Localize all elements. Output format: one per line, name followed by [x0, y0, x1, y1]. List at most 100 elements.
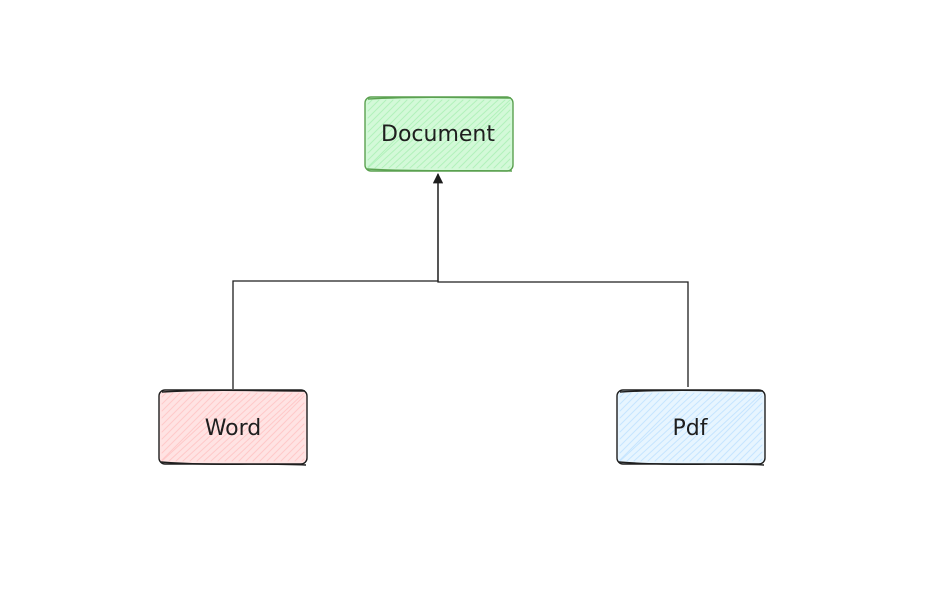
hatch-stroke — [367, 99, 394, 126]
hatch-stroke — [626, 392, 702, 462]
hatch-stroke — [367, 99, 443, 169]
hatch-stroke — [619, 392, 667, 440]
hatch-stroke — [675, 392, 751, 462]
node-word-label: Word — [205, 416, 262, 441]
node-pdf-fill — [617, 390, 765, 464]
hatch-stroke — [451, 109, 511, 169]
hatch-stroke — [402, 99, 478, 169]
hatch-stroke — [619, 392, 646, 419]
node-document-fill — [365, 97, 513, 171]
hatch-stroke — [367, 99, 401, 133]
hatch-stroke — [161, 392, 230, 461]
hatch-stroke — [367, 99, 380, 112]
hatch-stroke — [668, 392, 744, 462]
hatch-stroke — [682, 392, 758, 462]
hatch-stroke — [493, 151, 511, 169]
hatch-stroke — [619, 392, 639, 412]
edges — [232, 172, 689, 389]
hatch-stroke — [619, 392, 625, 398]
hatch-stroke — [301, 458, 305, 462]
node-word-hatch — [161, 392, 305, 462]
hatch-stroke — [458, 116, 511, 169]
hatch-stroke — [374, 99, 450, 169]
hatch-stroke — [423, 99, 499, 169]
hatch-stroke — [416, 99, 492, 169]
hatch-stroke — [724, 423, 763, 462]
hatch-stroke — [367, 99, 422, 154]
hatch-stroke — [633, 392, 709, 462]
hatch-stroke — [273, 430, 305, 462]
hatch-stroke — [703, 402, 763, 462]
node-word[interactable]: Word — [158, 389, 308, 466]
hatch-stroke — [689, 392, 763, 462]
hatch-stroke — [409, 99, 485, 169]
node-word-fill — [159, 390, 307, 464]
hatch-stroke — [381, 99, 457, 169]
hatch-stroke — [388, 99, 464, 169]
hatch-stroke — [252, 409, 305, 462]
hatch-stroke — [486, 144, 511, 169]
hatch-stroke — [437, 99, 511, 169]
node-pdf-hatch — [619, 392, 763, 462]
node-pdf[interactable]: Pdf — [616, 389, 766, 466]
hatch-stroke — [182, 392, 258, 462]
hatch-stroke — [294, 451, 305, 462]
hatch-stroke — [231, 392, 305, 462]
hatch-stroke — [465, 123, 511, 169]
hatch-stroke — [367, 99, 415, 147]
node-document-label: Document — [381, 122, 495, 147]
hatch-stroke — [619, 392, 660, 433]
hatch-stroke — [168, 392, 244, 462]
hatch-stroke — [161, 392, 223, 454]
hatch-stroke — [203, 392, 279, 462]
hatch-stroke — [367, 99, 373, 105]
hatch-stroke — [619, 392, 688, 461]
hatch-stroke — [430, 99, 506, 169]
node-pdf-border-sketch — [618, 389, 765, 466]
hatch-stroke — [619, 392, 653, 426]
hatch-stroke — [745, 444, 763, 462]
hatch-stroke — [161, 392, 209, 440]
hatch-stroke — [717, 416, 763, 462]
hatch-stroke — [196, 392, 272, 462]
node-pdf-label: Pdf — [673, 416, 709, 441]
hatch-stroke — [161, 392, 216, 447]
hatch-stroke — [500, 158, 511, 169]
node-document[interactable]: Document — [364, 96, 514, 172]
hatch-stroke — [367, 99, 387, 119]
hatch-stroke — [175, 392, 251, 462]
hatch-stroke — [619, 392, 681, 454]
hatch-stroke — [217, 392, 293, 462]
hatch-stroke — [731, 430, 763, 462]
hatch-stroke — [161, 392, 188, 419]
hatch-stroke — [395, 99, 471, 169]
hatch-stroke — [161, 392, 202, 433]
hatch-stroke — [367, 99, 436, 168]
hatch-stroke — [367, 99, 429, 161]
hatch-stroke — [619, 392, 674, 447]
hatch-stroke — [507, 165, 511, 169]
hatch-stroke — [752, 451, 763, 462]
hatch-stroke — [287, 444, 305, 462]
hatch-stroke — [161, 392, 174, 405]
hatch-stroke — [479, 137, 511, 169]
edge-pdf-to-document[interactable] — [432, 172, 689, 387]
hatch-stroke — [280, 437, 305, 462]
edge-word-to-document[interactable] — [232, 176, 439, 389]
node-word-border-sketch — [160, 389, 307, 466]
hatch-stroke — [472, 130, 511, 169]
hatch-stroke — [654, 392, 730, 462]
hatch-stroke — [640, 392, 716, 462]
hatch-stroke — [189, 392, 265, 462]
hatch-stroke — [619, 392, 695, 462]
hatch-stroke — [647, 392, 723, 462]
hatch-stroke — [238, 395, 305, 462]
hatch-stroke — [738, 437, 763, 462]
hatch-stroke — [210, 392, 286, 462]
hatch-stroke — [710, 409, 763, 462]
hatch-stroke — [367, 99, 408, 140]
hatch-stroke — [259, 416, 305, 462]
node-document-hatch — [367, 99, 511, 169]
hatch-stroke — [266, 423, 305, 462]
